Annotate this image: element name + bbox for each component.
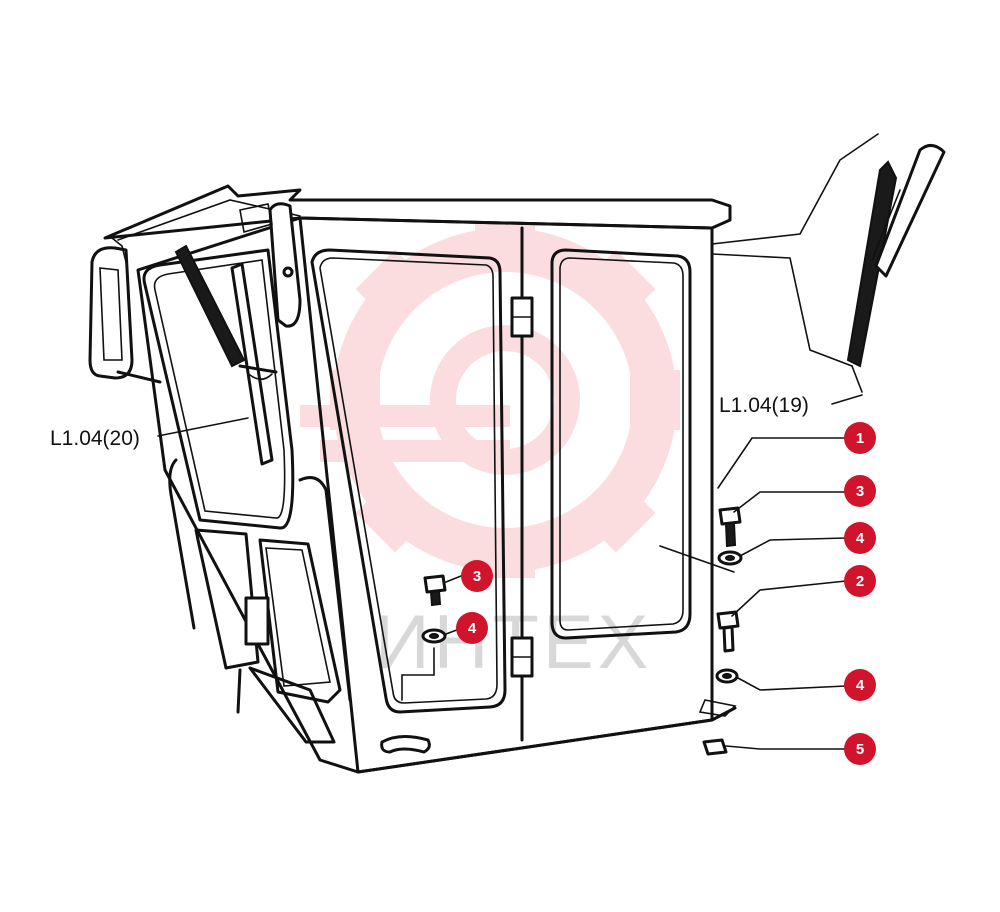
callout-2: 2: [844, 565, 876, 597]
callout-4-right-lower-number: 4: [856, 677, 865, 694]
fastener-bolt-left: [423, 574, 447, 607]
fastener-bolt-right-upper: [718, 506, 742, 548]
side-mirror: [88, 246, 134, 380]
fastener-nut: [702, 738, 728, 756]
fastener-bolt-right-lower: [716, 610, 740, 653]
right-wiper-arm: [874, 144, 946, 278]
leader-lines: [157, 394, 863, 750]
callout-2-number: 2: [856, 573, 864, 590]
callout-3-right: 3: [844, 475, 876, 507]
callout-3-left: 3: [461, 560, 493, 592]
ref-label-right-wiper: L1.04(19): [719, 394, 809, 417]
callout-1: 1: [844, 422, 876, 454]
right-wiper-blade: [846, 160, 898, 368]
callout-4-right-upper-number: 4: [856, 530, 865, 547]
callout-5-number: 5: [856, 741, 864, 758]
cab-body: [88, 133, 946, 774]
left-wiper-blade: [230, 262, 274, 466]
callout-3-right-number: 3: [856, 483, 864, 500]
door-handle: [380, 735, 431, 754]
callout-5: 5: [844, 733, 876, 765]
callout-4-right-upper: 4: [844, 522, 876, 554]
callout-4-left: 4: [456, 612, 488, 644]
callout-4-left-number: 4: [468, 620, 477, 637]
callout-4-right-lower: 4: [844, 669, 876, 701]
ref-label-left-wiper: L1.04(20): [50, 427, 140, 450]
callout-1-number: 1: [856, 430, 864, 447]
callout-3-left-number: 3: [473, 568, 481, 585]
left-wiper-arm: [174, 244, 246, 368]
